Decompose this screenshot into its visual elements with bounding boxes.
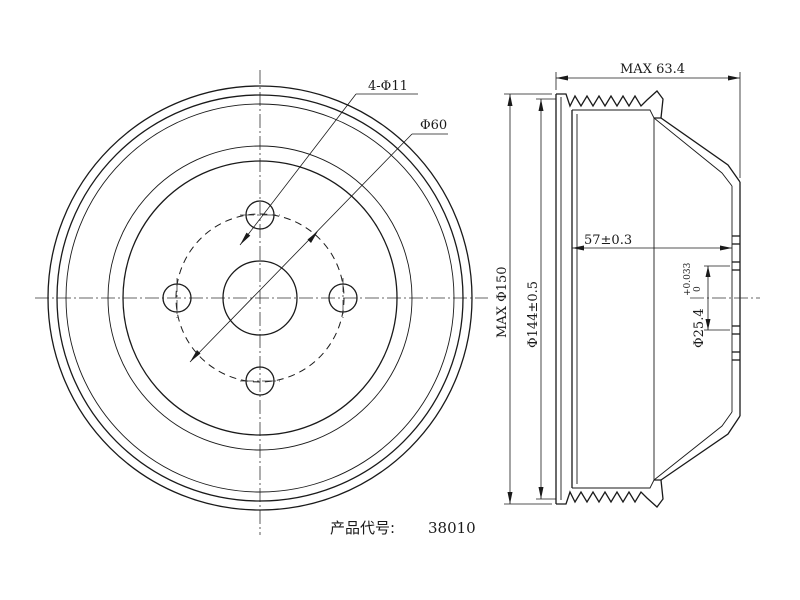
bore-tol-upper: +0.033 (683, 262, 693, 296)
rim-serration-bottom (556, 479, 664, 508)
product-code-label: 产品代号: (330, 519, 395, 537)
depth-label: 57±0.3 (584, 233, 632, 248)
outer-diameter-arrow-top (507, 94, 513, 106)
rim-bottom-inner (572, 479, 655, 489)
bore-label: Φ25.4 (692, 308, 707, 348)
max-width-arrow-left (556, 75, 568, 81)
depth-arrow-left (572, 245, 584, 251)
bolt-circle (175, 213, 345, 383)
side-view: MAX 63.4 57±0.3 MAX Φ150 Φ144±0.5 Φ25.4 … (495, 62, 760, 508)
center-hole-label: Φ60 (420, 118, 447, 133)
drum-rim-inner-edge (56, 94, 464, 502)
hub-taper-top-inner (653, 117, 733, 187)
product-code-value: 38010 (428, 519, 476, 537)
inner-diameter-arrow-top (538, 99, 544, 111)
drum-hub-step (107, 145, 413, 451)
center-hole-leader-arrow-upper (307, 231, 318, 243)
inner-diameter-arrow-bottom (538, 487, 544, 499)
center-hole (222, 260, 298, 336)
rim-top-inner (572, 109, 655, 119)
bore-arrow-bottom (705, 319, 711, 330)
bolt-holes-leader-arrow (240, 232, 251, 245)
outer-diameter-arrow-bottom (507, 492, 513, 504)
drum-mounting-face (122, 160, 398, 436)
front-view: 4-Φ11 Φ60 (35, 70, 488, 535)
hub-taper-top (660, 117, 741, 183)
max-width-arrow-right (728, 75, 740, 81)
center-hole-leader (189, 133, 413, 363)
depth-arrow-right (720, 245, 732, 251)
hub-taper-bottom-inner (653, 411, 733, 481)
bore-tol-lower: 0 (693, 286, 703, 292)
center-hole-leader-arrow-lower (190, 350, 201, 362)
product-caption: 产品代号: 38010 (330, 519, 476, 537)
outer-diameter-label: MAX Φ150 (495, 266, 510, 338)
bolt-holes-label: 4-Φ11 (368, 79, 408, 94)
bore-arrow-top (705, 266, 711, 277)
hub-taper-bottom (660, 415, 741, 481)
max-width-label: MAX 63.4 (620, 62, 685, 77)
bolt-holes-leader (239, 93, 357, 246)
drum-outer-rim (47, 85, 473, 511)
inner-diameter-label: Φ144±0.5 (526, 281, 541, 348)
drum-braking-surface (65, 103, 455, 493)
rim-serration-top (556, 90, 664, 119)
